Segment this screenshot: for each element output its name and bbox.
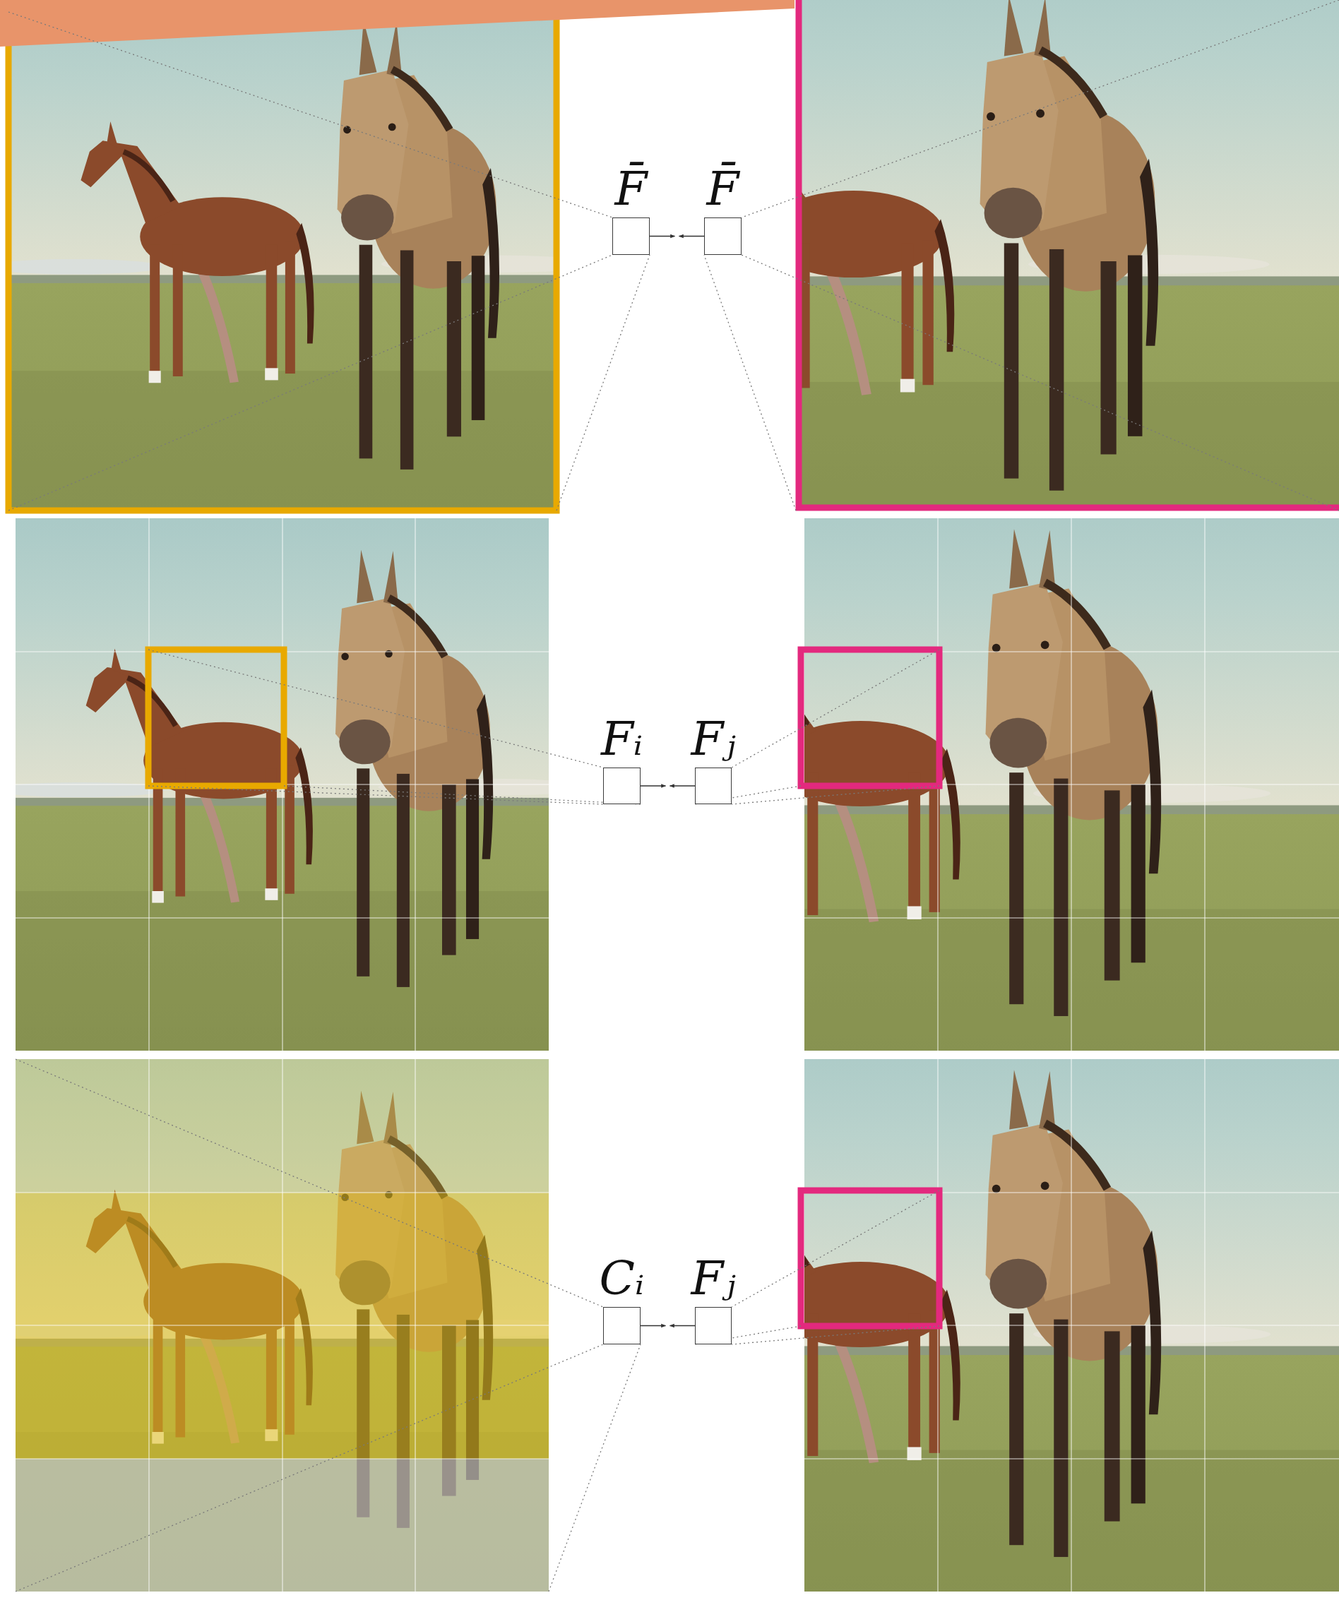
match-arrow xyxy=(649,235,705,237)
feature-label: Fⱼ xyxy=(690,716,736,763)
feature-label: F̄ xyxy=(706,165,740,213)
title-banner xyxy=(0,0,795,47)
feature-box: Fⱼ xyxy=(694,767,732,805)
pink-patch xyxy=(800,649,940,787)
pink-frame xyxy=(798,0,1339,508)
match-arrow xyxy=(640,786,695,787)
leader-lines xyxy=(8,0,1339,1592)
pink-patch xyxy=(800,1190,940,1327)
orange-frame xyxy=(8,12,557,511)
feature-box: F̄ xyxy=(612,217,650,255)
orange-patch xyxy=(148,649,284,787)
crop-image xyxy=(391,796,1339,1600)
feature-box: Fⱼ xyxy=(694,1307,732,1345)
feature-label: Fᵢ xyxy=(600,716,643,763)
full-image xyxy=(0,305,816,1287)
feature-box: Cᵢ xyxy=(603,1307,641,1345)
row-overlay xyxy=(15,1059,549,1592)
full-image xyxy=(0,846,816,1600)
feature-box: F̄ xyxy=(704,217,742,255)
patch-grid xyxy=(15,1059,1339,1592)
match-arrow xyxy=(640,1325,695,1327)
feature-label: Cᵢ xyxy=(599,1255,645,1303)
feature-label: F̄ xyxy=(615,165,648,213)
feature-label: Fⱼ xyxy=(690,1255,736,1303)
feature-box: Fᵢ xyxy=(603,767,641,805)
patch-grid xyxy=(15,518,1339,1051)
